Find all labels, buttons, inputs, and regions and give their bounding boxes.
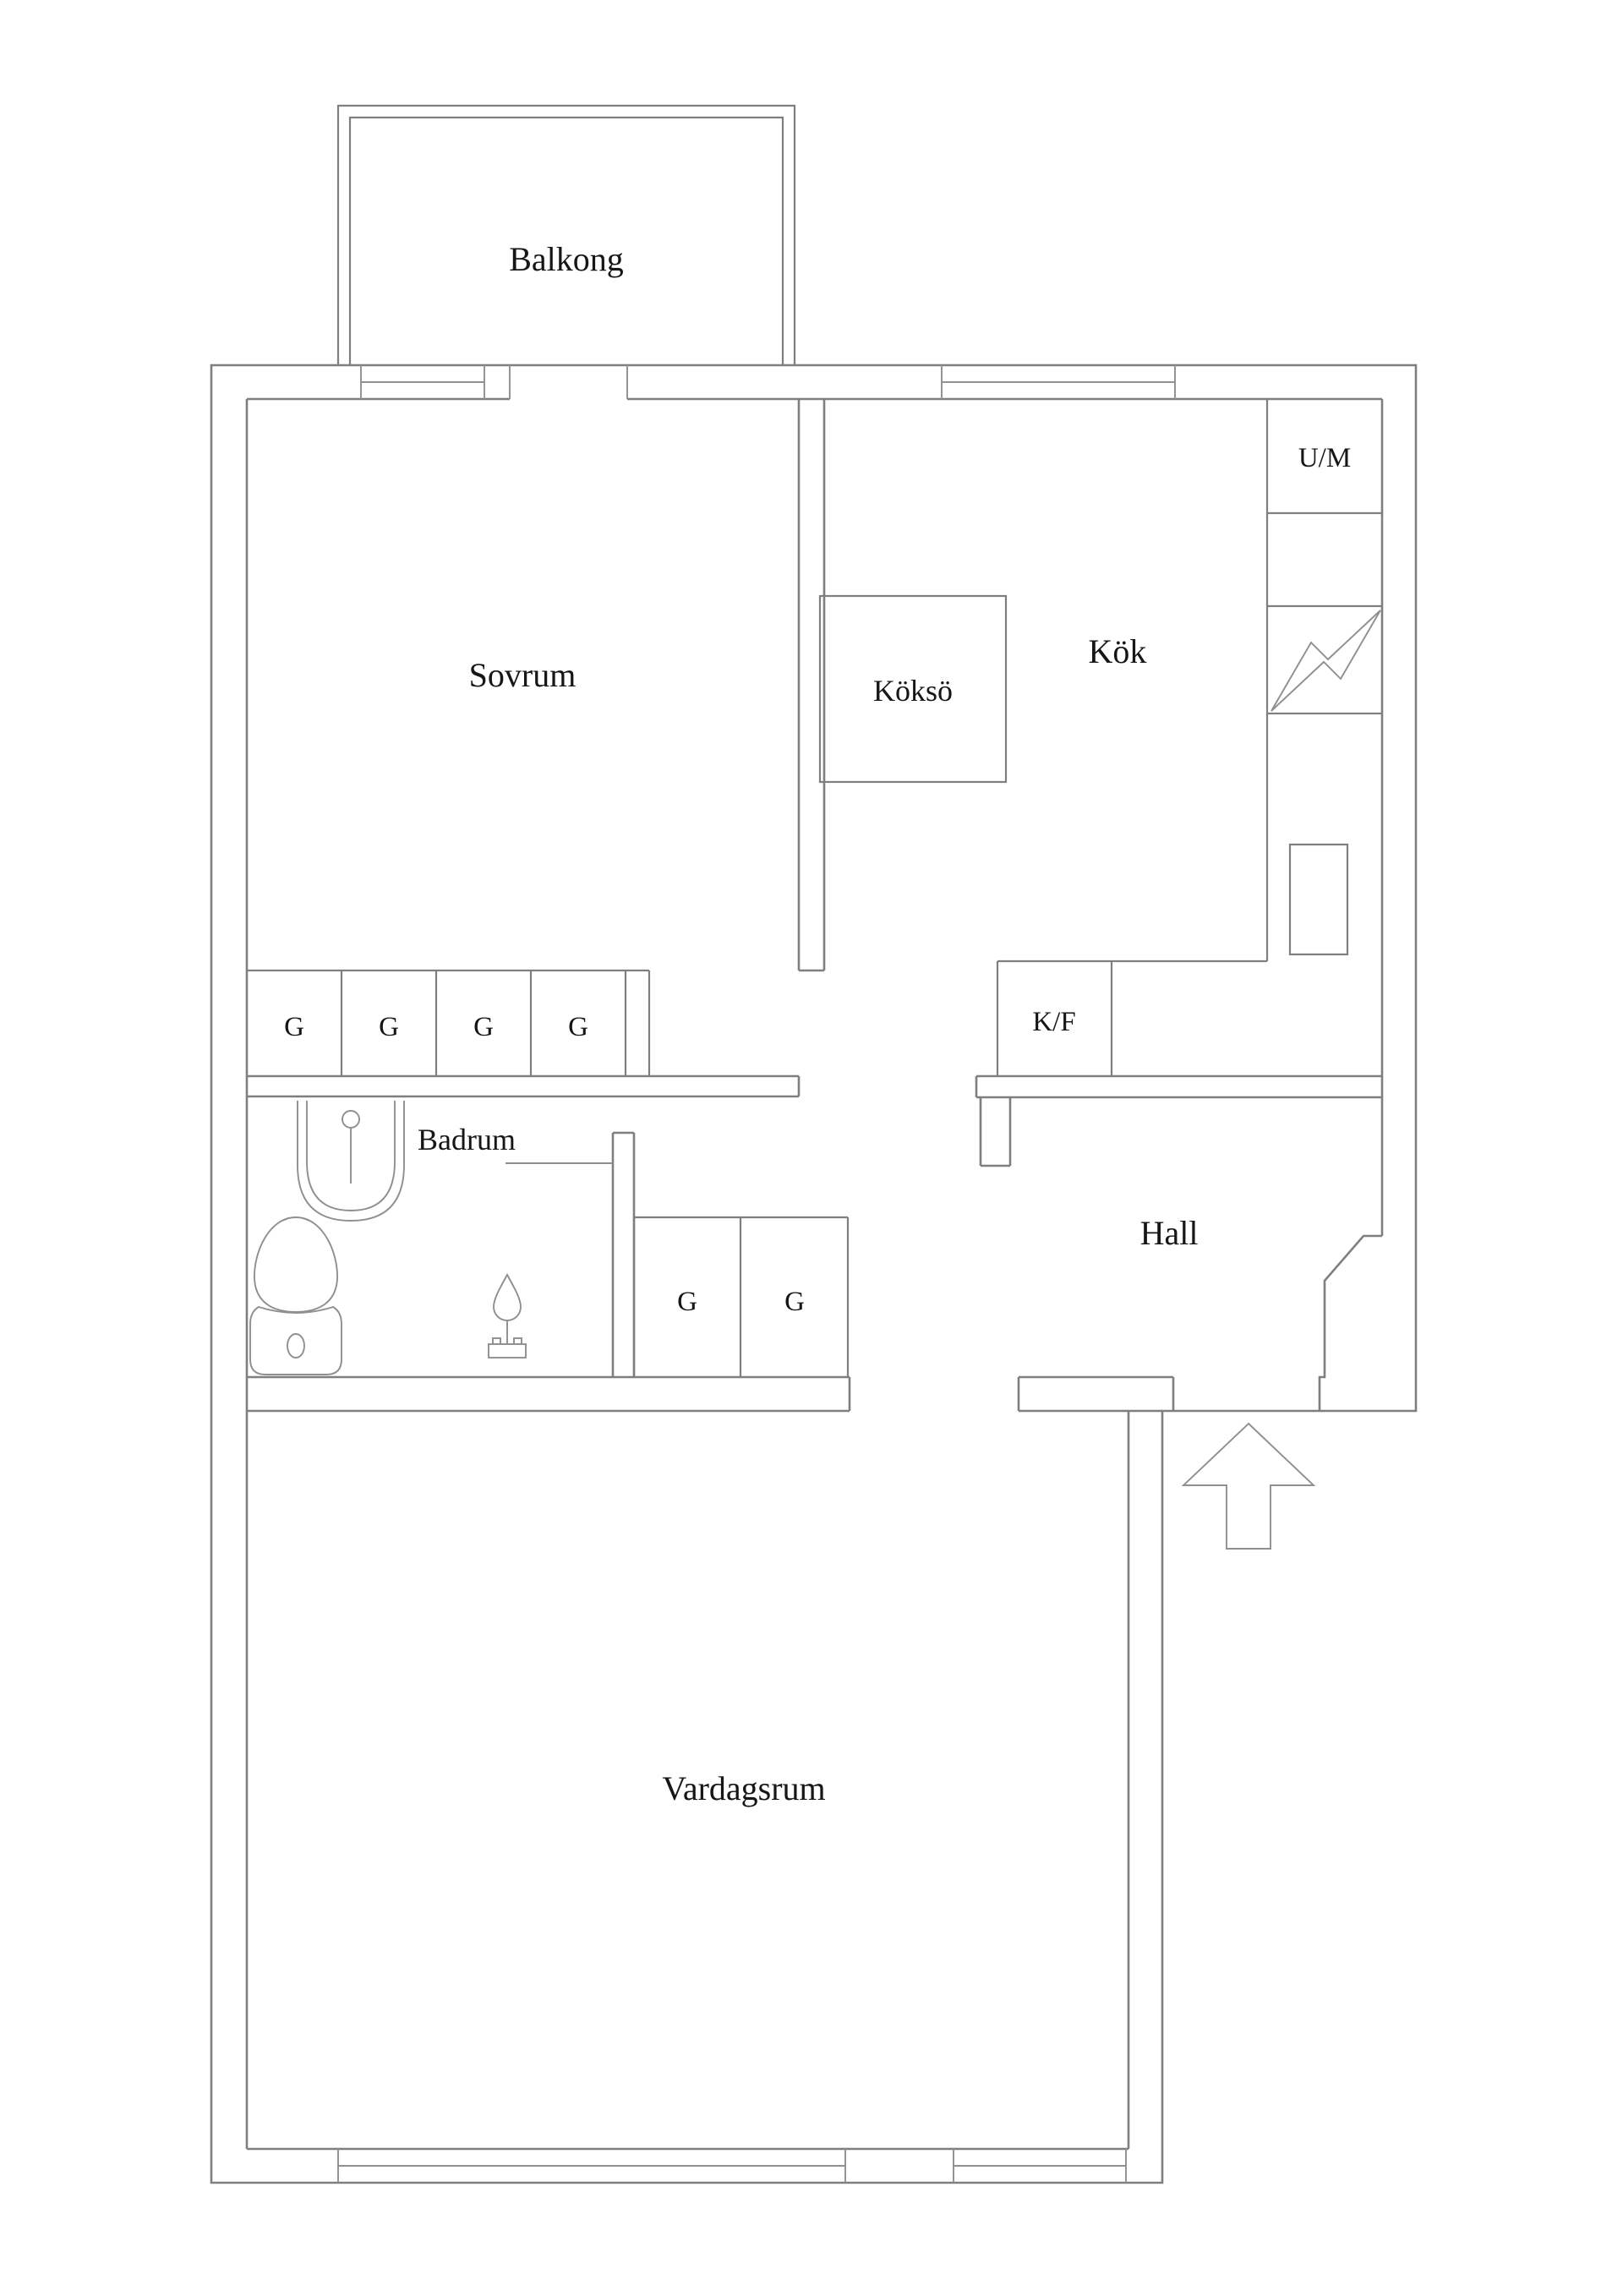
shower-tap-screw-right: [513, 1337, 522, 1345]
kitchen-label: Kök: [1089, 632, 1147, 670]
fixtures: [249, 610, 1381, 1550]
bedroom-label: Sovrum: [469, 656, 577, 694]
window-lines: [337, 365, 1176, 2183]
hall-label: Hall: [1140, 1214, 1199, 1252]
hall-wardrobe-label-2: G: [784, 1287, 805, 1317]
kitchen-island-label: Köksö: [873, 674, 953, 708]
bedroom-wardrobe-label-3: G: [473, 1012, 494, 1042]
bedroom-wardrobe-label-4: G: [568, 1012, 588, 1042]
kitchen-island-outline: [818, 594, 1008, 784]
fridge-freezer-label: K/F: [1032, 1007, 1075, 1037]
washing-machine-label: U/M: [1298, 443, 1351, 473]
balcony-inner-wall: [348, 116, 784, 365]
bedroom-wardrobe-label-1: G: [284, 1012, 304, 1042]
entrance-arrow-icon: [1181, 1422, 1316, 1550]
bedroom-wardrobe-label-2: G: [379, 1012, 399, 1042]
living-room-label: Vardagsrum: [662, 1769, 825, 1807]
entrance-door-recess: [1318, 1234, 1382, 1411]
balcony-label: Balkong: [509, 240, 624, 278]
kitchen-sink-outline: [1288, 843, 1349, 956]
stove-icon: [1271, 610, 1381, 712]
toilet-bowl: [254, 1216, 338, 1313]
hall-wardrobe-label-1: G: [677, 1287, 697, 1317]
shower-tap-screw-left: [492, 1337, 501, 1345]
wall-lines: [210, 364, 1418, 2184]
balcony-outer-wall: [336, 104, 796, 365]
room-labels: Balkong Sovrum Kök Köksö Badrum Hall Var…: [284, 240, 1351, 1807]
bathroom-sink-faucet-knob: [342, 1110, 360, 1129]
bathroom-label: Badrum: [418, 1123, 516, 1156]
toilet-tank: [249, 1305, 342, 1375]
bathroom-sink-outer: [297, 1101, 405, 1222]
shower-tap-handle: [493, 1273, 522, 1321]
balcony-walls: [336, 104, 796, 365]
toilet-flush-button: [287, 1333, 305, 1358]
shower-tap-base: [488, 1343, 527, 1358]
cabinetry-lines: [247, 399, 1382, 1377]
outer-wall-outline: [210, 364, 1418, 2184]
bathroom-sink-inner: [306, 1101, 396, 1211]
